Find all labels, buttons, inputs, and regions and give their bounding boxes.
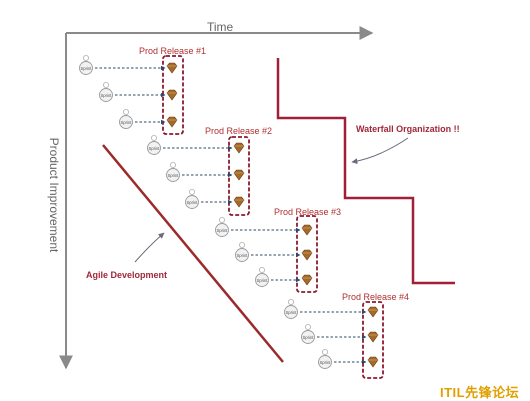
release-1-box [162,55,184,135]
gem-icon [166,116,178,128]
waterfall-staircase-line [276,58,455,285]
sprint-label: Sprint [121,120,133,125]
gem-icon [233,196,245,208]
sprint-label: Sprint [168,173,180,178]
agile-development-line [102,144,284,363]
x-axis-title: Time [207,20,234,34]
waterfall-label: Waterfall Organization !! [356,124,460,134]
sprint-label: Sprint [149,146,161,151]
gem-icon [301,249,313,261]
sprint-cycle-icon: Sprint [119,109,133,129]
release-4-box [362,301,384,379]
gem-icon [301,224,313,236]
agile-callout-arrow [134,232,165,263]
y-axis-title: Product Improvement [47,137,61,253]
sprint-cycle-icon: Sprint [185,188,199,209]
gem-icon [166,89,178,101]
watermark-logo-text: ITIL先锋论坛 [440,385,520,400]
sprint-label: Sprint [303,335,315,340]
gem-icon [367,306,379,318]
gem-icon [301,274,313,286]
release-2-title: Prod Release #2 [205,126,273,136]
releases-layer: SprintSprintSprintSprintSprintSprintSpri… [79,55,384,379]
sprint-cycle-icon: Sprint [301,323,315,344]
release-3-title: Prod Release #3 [274,207,342,217]
sprint-label: Sprint [187,200,199,205]
sprint-label: Sprint [217,228,229,233]
sprint-label: Sprint [81,66,93,71]
sprint-cycle-icon: Sprint [255,266,269,287]
gem-icon [367,356,379,368]
agile-label: Agile Development [86,270,168,280]
sprint-cycle-icon: Sprint [235,241,249,262]
sprint-cycle-icon: Sprint [215,216,229,237]
sprint-cycle-icon: Sprint [318,348,332,369]
gem-icon [233,169,245,181]
sprint-label: Sprint [257,278,269,283]
release-1-title: Prod Release #1 [139,46,207,56]
release-4-title: Prod Release #4 [342,292,410,302]
sprint-label: Sprint [101,93,113,98]
sprint-cycle-icon: Sprint [147,134,161,155]
sprint-cycle-icon: Sprint [284,298,298,319]
sprint-label: Sprint [237,253,249,258]
gem-icon [233,142,245,154]
gem-icon [166,62,178,74]
sprint-cycle-icon: Sprint [99,82,113,102]
sprint-label: Sprint [320,360,332,365]
gem-icon [367,331,379,343]
release-2-box [228,136,250,216]
sprint-cycle-icon: Sprint [166,161,180,182]
sprint-label: Sprint [286,310,298,315]
waterfall-callout-arrow [351,137,409,165]
sprint-cycle-icon: Sprint [79,55,93,75]
